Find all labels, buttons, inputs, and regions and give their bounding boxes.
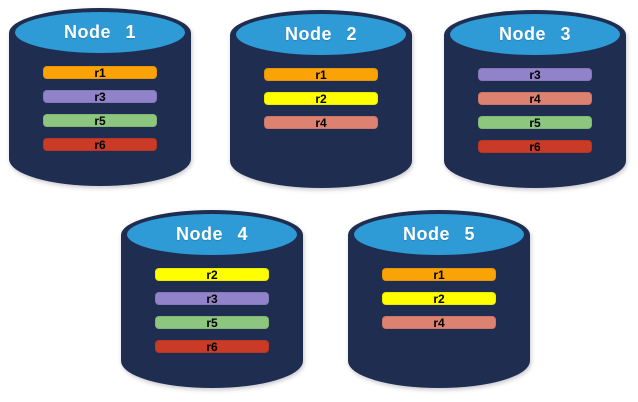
cylinder-body: [348, 235, 530, 388]
replica-bar-r2: r2: [155, 268, 269, 281]
database-node-1: Node 1 r1 r3 r5 r6: [9, 8, 191, 186]
replica-bar-r5: r5: [155, 316, 269, 329]
node-title: Node 1: [63, 22, 136, 42]
cylinder-body: [230, 35, 412, 188]
cylinder-top-rim: Node 2: [230, 10, 412, 60]
cylinder-body: [9, 33, 191, 186]
database-node-3: Node 3 r3 r4 r5 r6: [444, 10, 626, 188]
cylinder-top-face: Node 2: [236, 14, 406, 55]
replica-bar-r6: r6: [478, 140, 592, 153]
replica-list: r1 r2 r4: [230, 68, 412, 129]
replica-bar-r6: r6: [155, 340, 269, 353]
replica-bar-r3: r3: [478, 68, 592, 81]
node-title: Node 5: [402, 224, 475, 244]
cylinder-body: [444, 35, 626, 188]
cylinder-body: [121, 235, 303, 388]
replica-list: r3 r4 r5 r6: [444, 68, 626, 153]
cylinder-top-face: Node 3: [450, 14, 620, 55]
replica-bar-r1: r1: [43, 66, 157, 79]
replica-bar-r4: r4: [478, 92, 592, 105]
replica-bar-r2: r2: [382, 292, 496, 305]
replica-bar-r5: r5: [43, 114, 157, 127]
replica-list: r2 r3 r5 r6: [121, 268, 303, 353]
replica-bar-r1: r1: [264, 68, 378, 81]
replica-list: r1 r2 r4: [348, 268, 530, 329]
replica-bar-r6: r6: [43, 138, 157, 151]
replica-bar-r2: r2: [264, 92, 378, 105]
cylinder-top-rim: Node 3: [444, 10, 626, 60]
replica-list: r1 r3 r5 r6: [9, 66, 191, 151]
replica-bar-r4: r4: [264, 116, 378, 129]
cylinder-top-rim: Node 4: [121, 210, 303, 260]
cylinder-top-face: Node 5: [354, 214, 524, 255]
replica-bar-r1: r1: [382, 268, 496, 281]
replica-bar-r3: r3: [43, 90, 157, 103]
database-node-5: Node 5 r1 r2 r4: [348, 210, 530, 388]
node-title: Node 3: [498, 24, 571, 44]
database-node-2: Node 2 r1 r2 r4: [230, 10, 412, 188]
replica-bar-r5: r5: [478, 116, 592, 129]
cylinder-top-face: Node 4: [127, 214, 297, 255]
replica-bar-r3: r3: [155, 292, 269, 305]
node-title: Node 4: [175, 224, 248, 244]
database-node-4: Node 4 r2 r3 r5 r6: [121, 210, 303, 388]
cylinder-top-face: Node 1: [15, 12, 185, 53]
cylinder-top-rim: Node 5: [348, 210, 530, 260]
replica-bar-r4: r4: [382, 316, 496, 329]
cylinder-top-rim: Node 1: [9, 8, 191, 58]
node-title: Node 2: [284, 24, 357, 44]
